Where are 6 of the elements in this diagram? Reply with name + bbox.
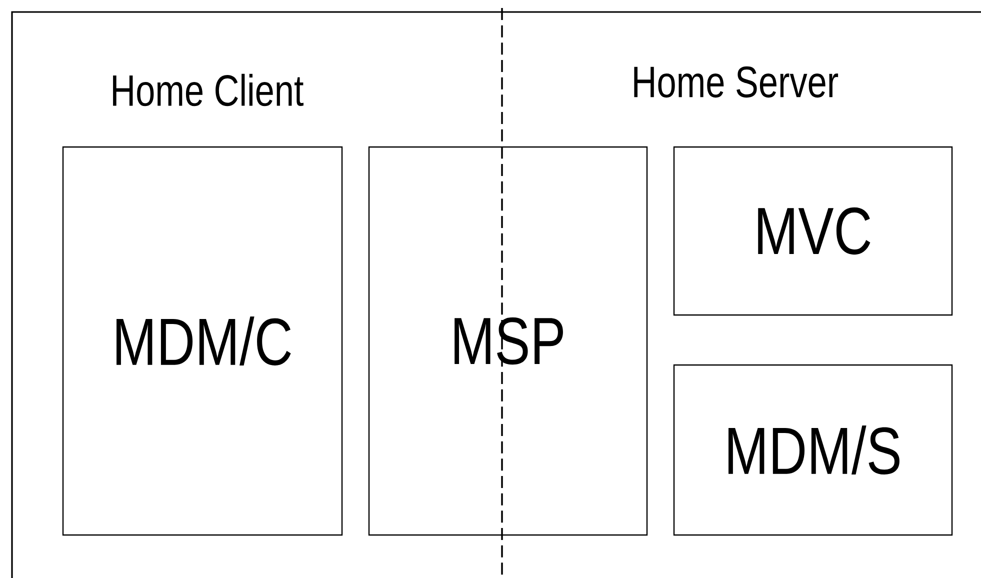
module-box: MSP xyxy=(368,146,648,536)
module-box: MDM/S xyxy=(673,364,953,536)
section-label: Home Client xyxy=(113,74,304,106)
module-box: MVC xyxy=(673,146,953,316)
section-label: Home Server xyxy=(634,66,838,98)
module-box: MDM/C xyxy=(62,146,343,536)
